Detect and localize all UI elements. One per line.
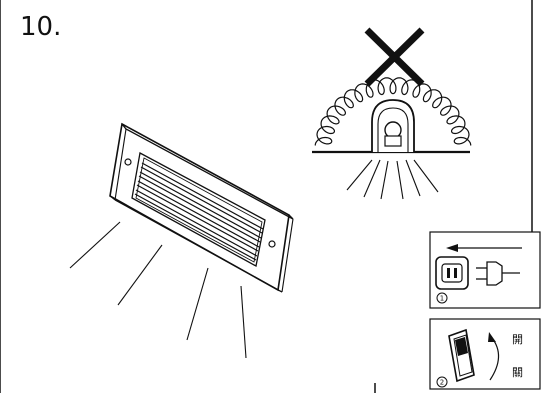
step-badge-1-text: 1 (440, 295, 444, 303)
switch-off-label: 關 (512, 366, 523, 379)
louver-frame (131, 152, 266, 267)
light-rays (69, 221, 247, 359)
louver-slats (134, 162, 264, 261)
lamp-rays (346, 159, 439, 200)
prohibited-x-icon (364, 27, 425, 87)
step-badge-2-text: 2 (440, 379, 444, 387)
step-badge-1 (436, 292, 448, 304)
heat-coil (314, 77, 472, 146)
step-number: 10. (20, 12, 62, 42)
step-badge-2 (436, 376, 448, 388)
switch-on-label: 開 (512, 333, 523, 346)
switch-panel: 開 關 2 (429, 318, 541, 390)
unplug-panel: 1 (429, 231, 541, 309)
plug-icon (476, 261, 520, 286)
no-heat-warning (312, 27, 472, 200)
step-light-fixture (109, 122, 294, 293)
switch-panel-frame (429, 318, 541, 390)
screw-icon (268, 240, 276, 248)
screw-icon (124, 158, 132, 166)
